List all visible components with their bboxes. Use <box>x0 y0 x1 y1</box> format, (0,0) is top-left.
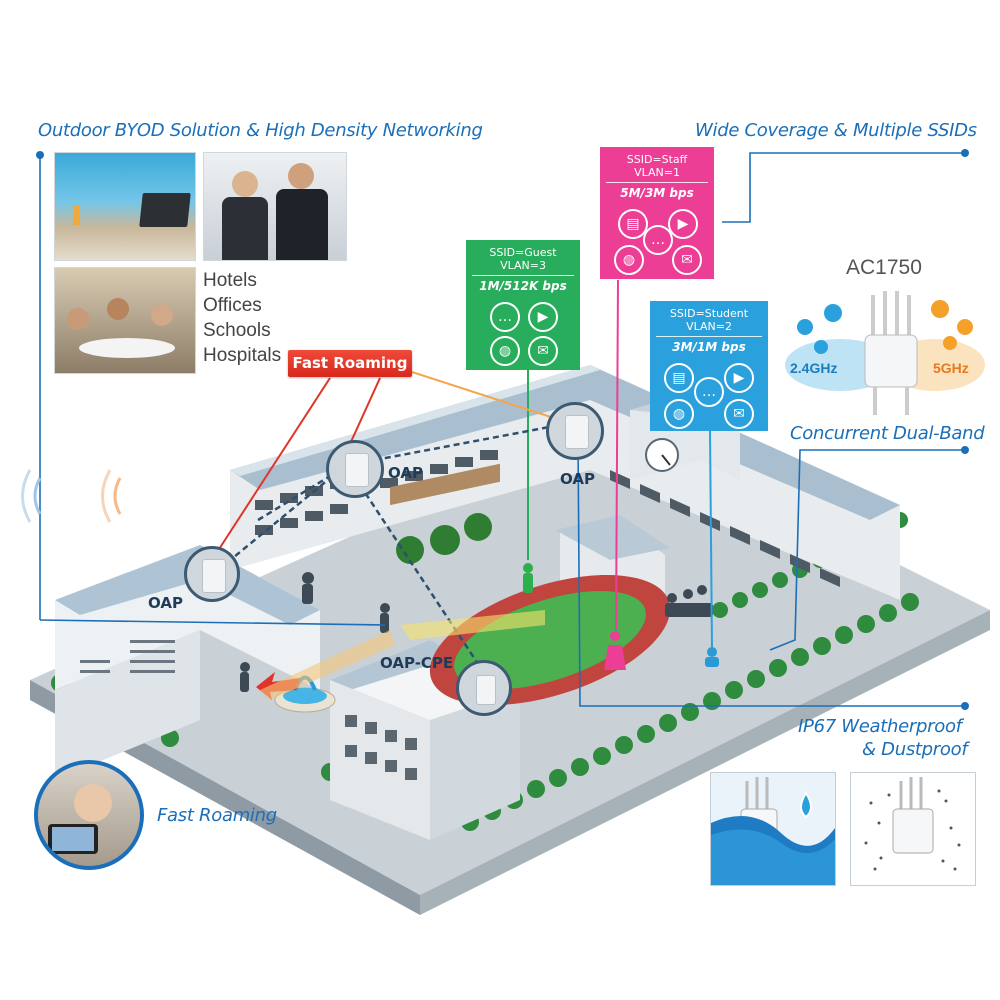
oap-label-cpe: OAP-CPE <box>380 654 454 672</box>
heading-coverage: Wide Coverage & Multiple SSIDs <box>695 120 977 141</box>
video-icon: ▶ <box>528 302 558 332</box>
video-icon: ▶ <box>724 363 754 393</box>
folder-icon: ▤ <box>664 363 694 393</box>
access-point-left <box>184 546 240 602</box>
field <box>454 590 646 690</box>
bandwidth-rate: 5M/3M bps <box>620 186 694 200</box>
bandwidth-rate: 1M/512K bps <box>479 279 567 293</box>
smartphone-photo <box>34 760 144 870</box>
signal-waves <box>21 469 122 523</box>
chat-icon: … <box>490 302 520 332</box>
ssid-name: SSID=Guest <box>489 246 557 259</box>
main-windows <box>255 450 840 587</box>
heading-weatherproof: IP67 Weatherproof <box>798 716 962 737</box>
ssid-card-student: SSID=Student VLAN=2 3M/1M bps ▤ ▶ … ◍ ✉ <box>650 301 768 431</box>
fast-roaming-badge: Fast Roaming <box>288 350 412 377</box>
access-point-center <box>326 440 384 498</box>
chat-icon: … <box>694 377 724 407</box>
mail-icon: ✉ <box>528 336 558 366</box>
dual-band-product <box>785 291 985 415</box>
mail-icon: ✉ <box>724 399 754 429</box>
waterproof-tile <box>710 772 836 886</box>
oap-label-center: OAP <box>388 464 423 482</box>
globe-icon: ◍ <box>614 245 644 275</box>
vlan-label: VLAN=2 <box>686 320 732 333</box>
vlan-label: VLAN=3 <box>500 259 546 272</box>
ssid-card-guest: SSID=Guest VLAN=3 1M/512K bps … ▶ ◍ ✉ <box>466 240 580 370</box>
ssid-name: SSID=Student <box>669 307 749 320</box>
venue-item: Schools <box>203 320 271 341</box>
vlan-label: VLAN=1 <box>634 166 680 179</box>
access-point-right <box>546 402 604 460</box>
product-model: AC1750 <box>846 256 922 279</box>
dustproof-tile <box>850 772 976 886</box>
bandwidth-rate: 3M/1M bps <box>672 340 746 354</box>
venue-list: Hotels Offices Schools Hospitals <box>203 268 281 368</box>
oap-label-right: OAP <box>560 470 595 488</box>
access-point-cpe <box>456 660 512 716</box>
globe-icon: ◍ <box>664 399 694 429</box>
video-icon: ▶ <box>668 209 698 239</box>
chat-icon: … <box>643 225 673 255</box>
venue-item: Hotels <box>203 270 257 291</box>
photo-office-workers <box>203 152 347 261</box>
heading-dustproof: & Dustproof <box>862 739 968 760</box>
mail-icon: ✉ <box>672 245 702 275</box>
folder-icon: ▤ <box>618 209 648 239</box>
heading-fast-roaming: Fast Roaming <box>157 805 277 826</box>
band-5ghz: 5GHz <box>933 360 969 376</box>
left-roof <box>55 545 320 625</box>
globe-icon: ◍ <box>490 336 520 366</box>
photo-hotel-pool <box>54 152 196 261</box>
heading-dual-band: Concurrent Dual-Band <box>790 423 985 444</box>
photo-school-students <box>54 267 196 374</box>
ssid-card-staff: SSID=Staff VLAN=1 5M/3M bps ▤ ▶ … ◍ ✉ <box>600 147 714 279</box>
oap-label-left: OAP <box>148 594 183 612</box>
venue-item: Offices <box>203 295 262 316</box>
ssid-name: SSID=Staff <box>626 153 688 166</box>
people <box>240 563 719 692</box>
heading-byod: Outdoor BYOD Solution & High Density Net… <box>38 120 483 141</box>
trees <box>390 463 500 564</box>
venue-item: Hospitals <box>203 345 282 366</box>
band-24ghz: 2.4GHz <box>790 360 838 376</box>
